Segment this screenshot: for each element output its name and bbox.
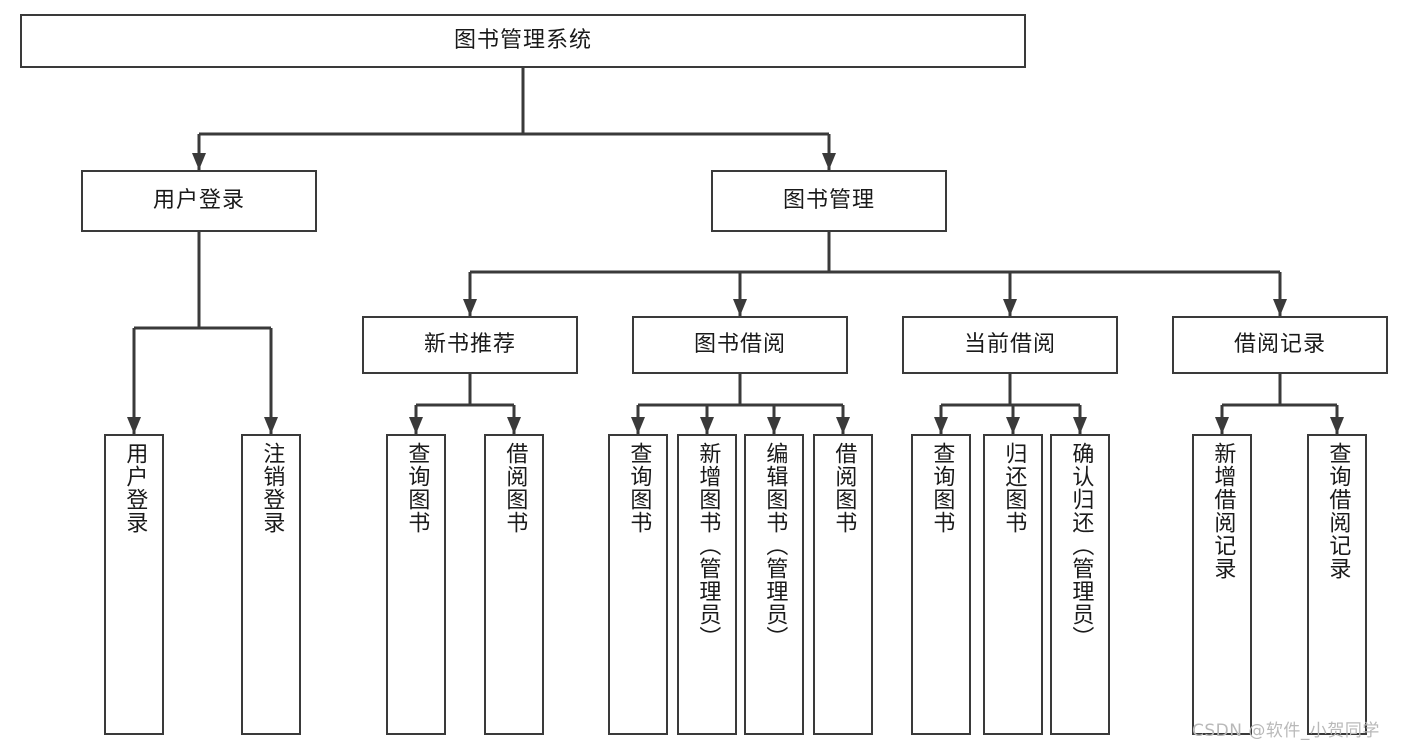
node-leaf-add-book[interactable]: 新增图书（管理员）: [677, 434, 737, 735]
level3-borrow-record-arrowhead-icon-1: [1330, 417, 1344, 434]
level3-current-borrow-arrowhead-icon-1: [1006, 417, 1020, 434]
node-leaf-user-logout-label: 注销登录: [259, 442, 285, 534]
node-root-label: 图书管理系统: [453, 27, 592, 53]
level3-book-borrow-arrowhead-icon-3: [836, 417, 850, 434]
node-leaf-user-login[interactable]: 用户登录: [104, 434, 164, 735]
node-user-login-label: 用户登录: [152, 187, 245, 213]
node-leaf-query-book-cur[interactable]: 查询图书: [911, 434, 971, 735]
node-leaf-user-login-label: 用户登录: [122, 442, 148, 534]
node-borrow-record-label: 借阅记录: [1233, 331, 1326, 357]
node-leaf-borrow-book-rec[interactable]: 借阅图书: [484, 434, 544, 735]
bookmanage-to-level3-arrowhead-icon-1: [733, 299, 747, 316]
userlogin-to-leaves-arrowhead-icon-1: [264, 417, 278, 434]
level3-current-borrow-arrowhead-icon-2: [1073, 417, 1087, 434]
level3-borrow-record-arrowhead-icon-0: [1215, 417, 1229, 434]
level3-book-borrow-arrowhead-icon-0: [631, 417, 645, 434]
root-to-level2-arrowhead-icon-1: [822, 153, 836, 170]
node-leaf-borrow-book[interactable]: 借阅图书: [813, 434, 873, 735]
node-leaf-return-book[interactable]: 归还图书: [983, 434, 1043, 735]
bookmanage-to-level3-arrowhead-icon-0: [463, 299, 477, 316]
node-leaf-edit-book-label: 编辑图书（管理员）: [762, 442, 788, 649]
level3-new-book-rec-arrowhead-icon-1: [507, 417, 521, 434]
level3-book-borrow-arrowhead-icon-1: [700, 417, 714, 434]
node-book-borrow-label: 图书借阅: [693, 331, 786, 357]
node-leaf-query-borrow-record[interactable]: 查询借阅记录: [1307, 434, 1367, 735]
node-new-book-recommend-label: 新书推荐: [423, 331, 516, 357]
node-borrow-record[interactable]: 借阅记录: [1172, 316, 1388, 374]
node-current-borrow-label: 当前借阅: [963, 331, 1056, 357]
node-root-system[interactable]: 图书管理系统: [20, 14, 1026, 68]
node-book-borrow[interactable]: 图书借阅: [632, 316, 848, 374]
node-leaf-borrow-book-rec-label: 借阅图书: [502, 442, 528, 534]
node-leaf-query-book-cur-label: 查询图书: [929, 442, 955, 534]
bookmanage-to-level3-arrowhead-icon-3: [1273, 299, 1287, 316]
node-leaf-confirm-return-label: 确认归还（管理员）: [1068, 442, 1094, 649]
node-leaf-query-book-rec-label: 查询图书: [404, 442, 430, 534]
node-book-manage[interactable]: 图书管理: [711, 170, 947, 232]
node-leaf-add-borrow-record-label: 新增借阅记录: [1210, 442, 1236, 580]
node-leaf-query-book-borrow[interactable]: 查询图书: [608, 434, 668, 735]
level3-new-book-rec-arrowhead-icon-0: [409, 417, 423, 434]
node-leaf-query-borrow-record-label: 查询借阅记录: [1325, 442, 1351, 580]
node-leaf-borrow-book-label: 借阅图书: [831, 442, 857, 534]
node-current-borrow[interactable]: 当前借阅: [902, 316, 1118, 374]
node-leaf-confirm-return[interactable]: 确认归还（管理员）: [1050, 434, 1110, 735]
node-new-book-recommend[interactable]: 新书推荐: [362, 316, 578, 374]
node-leaf-query-book-borrow-label: 查询图书: [626, 442, 652, 534]
node-leaf-add-book-label: 新增图书（管理员）: [695, 442, 721, 649]
root-to-level2-arrowhead-icon-0: [192, 153, 206, 170]
node-user-login[interactable]: 用户登录: [81, 170, 317, 232]
node-leaf-add-borrow-record[interactable]: 新增借阅记录: [1192, 434, 1252, 735]
node-leaf-return-book-label: 归还图书: [1001, 442, 1027, 534]
level3-book-borrow-arrowhead-icon-2: [767, 417, 781, 434]
node-leaf-edit-book[interactable]: 编辑图书（管理员）: [744, 434, 804, 735]
watermark-text: CSDN @软件_小贺同学: [1192, 721, 1380, 741]
level3-current-borrow-arrowhead-icon-0: [934, 417, 948, 434]
node-leaf-user-logout[interactable]: 注销登录: [241, 434, 301, 735]
bookmanage-to-level3-arrowhead-icon-2: [1003, 299, 1017, 316]
node-book-manage-label: 图书管理: [782, 187, 875, 213]
node-leaf-query-book-rec[interactable]: 查询图书: [386, 434, 446, 735]
userlogin-to-leaves-arrowhead-icon-0: [127, 417, 141, 434]
